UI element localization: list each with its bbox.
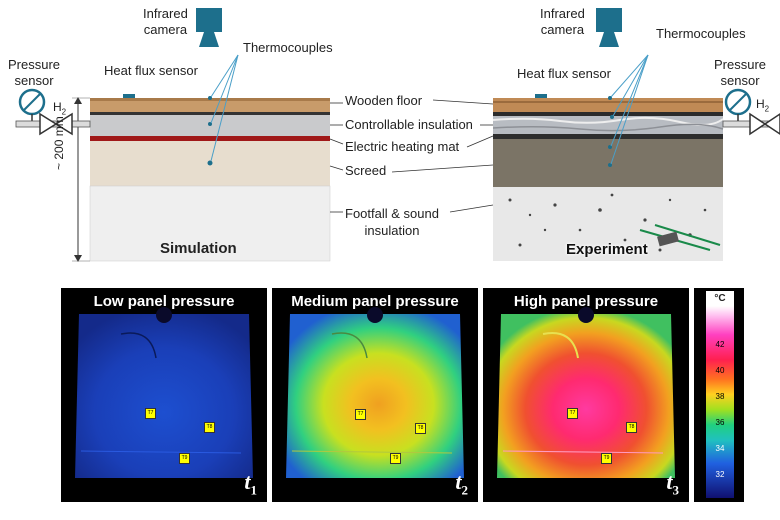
exp-footfall-insulation	[493, 187, 723, 261]
colorbar-unit: °C	[706, 291, 734, 306]
exp-infrared-camera-icon	[596, 8, 622, 32]
sim-heat-flux-sensor	[123, 94, 135, 98]
exp-heating-mat	[493, 134, 723, 139]
sim-heat-flux-label: Heat flux sensor	[104, 63, 198, 78]
exp-wooden-floor	[493, 98, 723, 112]
colorbar-tick: 40	[715, 366, 725, 375]
right-valve-icon	[749, 112, 767, 136]
exp-screed	[493, 139, 723, 187]
sim-infrared-camera-icon	[196, 8, 222, 32]
panel-title-low: Low panel pressure	[93, 293, 235, 310]
dimension-label: ~ 200 mm	[52, 116, 66, 170]
sim-thermocouples-label: Thermocouples	[243, 40, 333, 55]
exp-heat-flux-label: Heat flux sensor	[517, 66, 611, 81]
layer-label-screed: Screed	[345, 163, 387, 178]
sim-footfall-insulation	[89, 185, 331, 262]
colorbar-tick: 38	[715, 392, 725, 401]
sim-heating-mat	[90, 136, 330, 141]
setup-diagram	[15, 8, 780, 262]
time-label-t1: t1	[244, 468, 257, 497]
colorbar-tick: 32	[715, 470, 725, 479]
colorbar-tick: 36	[715, 418, 725, 427]
exp-thermocouples-label: Thermocouples	[656, 26, 746, 41]
time-label-t3: t3	[666, 468, 679, 497]
simulation-label: Simulation	[160, 240, 237, 257]
time-label-t2: t2	[455, 468, 468, 497]
colorbar-tick: 34	[715, 444, 725, 453]
colorbar-tick: 42	[715, 340, 725, 349]
experiment-label: Experiment	[566, 241, 648, 258]
left-valve-icon	[39, 112, 58, 136]
exp-heat-flux-sensor	[535, 94, 547, 98]
thermal-panel-medium: T7 T8 T9 Medium panel pressure t2	[272, 288, 478, 502]
sim-wooden-floor	[90, 98, 330, 112]
right-h2-label: H2	[756, 97, 770, 114]
thermal-panel-low: T7 T8 T9 Low panel pressure t1	[61, 288, 267, 502]
thermal-panel-high: T7 T8 T9 High panel pressure t3	[483, 288, 689, 502]
left-h2-label: H2	[53, 100, 67, 117]
layer-label-heating-mat: Electric heating mat	[345, 139, 460, 154]
panel-title-medium: Medium panel pressure	[291, 293, 459, 310]
panel-title-high: High panel pressure	[513, 293, 659, 310]
layer-label-controllable-insulation: Controllable insulation	[345, 117, 473, 132]
colorbar: °C 42 40 38 36 34 32	[694, 288, 744, 502]
layer-label-wooden-floor: Wooden floor	[345, 93, 423, 108]
colorbar-gradient: 42 40 38 36 34 32	[706, 306, 734, 498]
